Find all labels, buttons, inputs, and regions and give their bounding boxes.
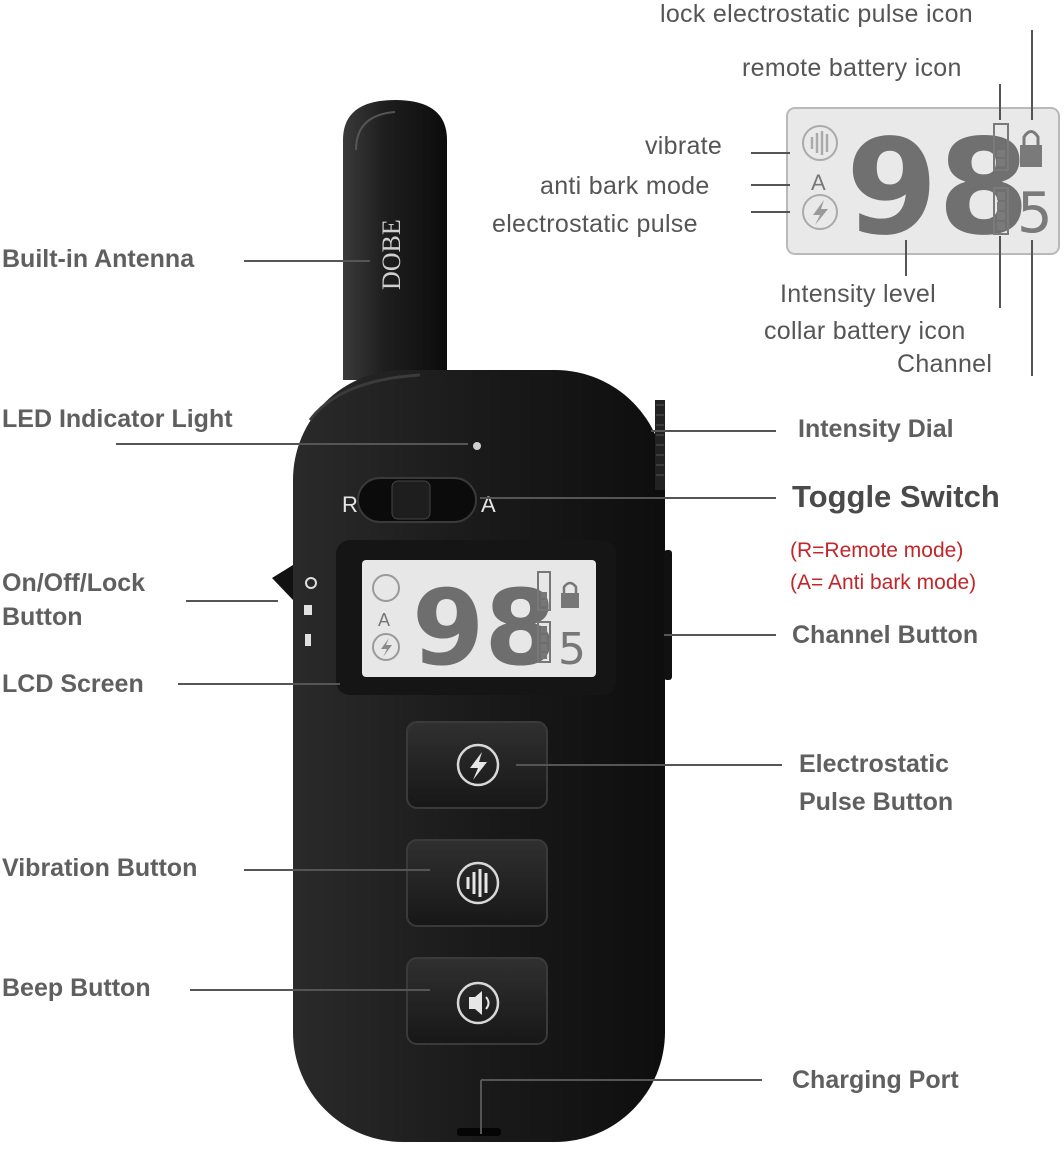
label-beep-button: Beep Button (2, 974, 151, 1002)
label-intensity-dial: Intensity Dial (798, 415, 954, 443)
switch-label-a: A (481, 492, 496, 517)
callout-channel: Channel (897, 350, 993, 378)
toggle-switch[interactable] (357, 477, 477, 523)
leader-lines (116, 30, 1033, 1134)
antenna (343, 100, 447, 380)
label-built-in-antenna: Built-in Antenna (2, 245, 195, 273)
lcd-channel-digit: 5 (558, 624, 586, 675)
label-pulse-line1: Electrostatic (799, 750, 950, 778)
zoom-channel-digit: 5 (1017, 181, 1053, 246)
callout-anti-bark: anti bark mode (540, 172, 710, 200)
toggle-note-antibark: (A= Anti bark mode) (790, 571, 977, 594)
battery-icon (537, 571, 551, 663)
brand-logo-text: DOBE (377, 219, 406, 290)
brand-logo: DOBE (377, 219, 406, 290)
label-power-line1: On/Off/Lock (2, 569, 146, 597)
intensity-dial[interactable] (655, 400, 665, 490)
lcd-intensity-digits: 98 (412, 567, 557, 689)
vibrate-icon (372, 574, 400, 602)
lock-icon (561, 581, 579, 608)
callout-electrostatic-pulse: electrostatic pulse (492, 210, 698, 238)
label-vibration-button: Vibration Button (2, 854, 198, 882)
power-lock-button[interactable] (272, 565, 293, 600)
label-toggle-switch: Toggle Switch (792, 479, 1000, 514)
lcd-zoom-panel: A 98 5 (786, 107, 1060, 265)
zoom-mode-letter: A (811, 170, 826, 195)
electrostatic-pulse-button[interactable] (406, 721, 548, 809)
label-power-line2: Button (2, 603, 83, 631)
label-pulse-line2: Pulse Button (799, 788, 954, 816)
callout-vibrate: vibrate (645, 132, 723, 160)
callout-intensity-level: Intensity level (780, 280, 936, 308)
label-led-indicator: LED Indicator Light (2, 405, 233, 433)
charging-port (457, 1128, 501, 1136)
callout-remote-battery: remote battery icon (742, 54, 962, 82)
label-lcd-screen: LCD Screen (2, 670, 144, 698)
beep-button[interactable] (406, 957, 548, 1045)
led-indicator (473, 442, 481, 450)
label-channel-button: Channel Button (792, 621, 979, 649)
toggle-note-remote: (R=Remote mode) (790, 539, 964, 562)
callout-collar-battery: collar battery icon (764, 317, 966, 345)
channel-button[interactable] (664, 550, 672, 680)
label-charging-port: Charging Port (792, 1066, 959, 1094)
lcd-mode-letter: A (378, 610, 390, 630)
vibration-button[interactable] (406, 839, 548, 927)
callout-lock-icon: lock electrostatic pulse icon (660, 0, 974, 28)
switch-label-r: R (342, 492, 358, 517)
electrostatic-pulse-icon (372, 633, 400, 661)
power-icon (304, 577, 317, 646)
